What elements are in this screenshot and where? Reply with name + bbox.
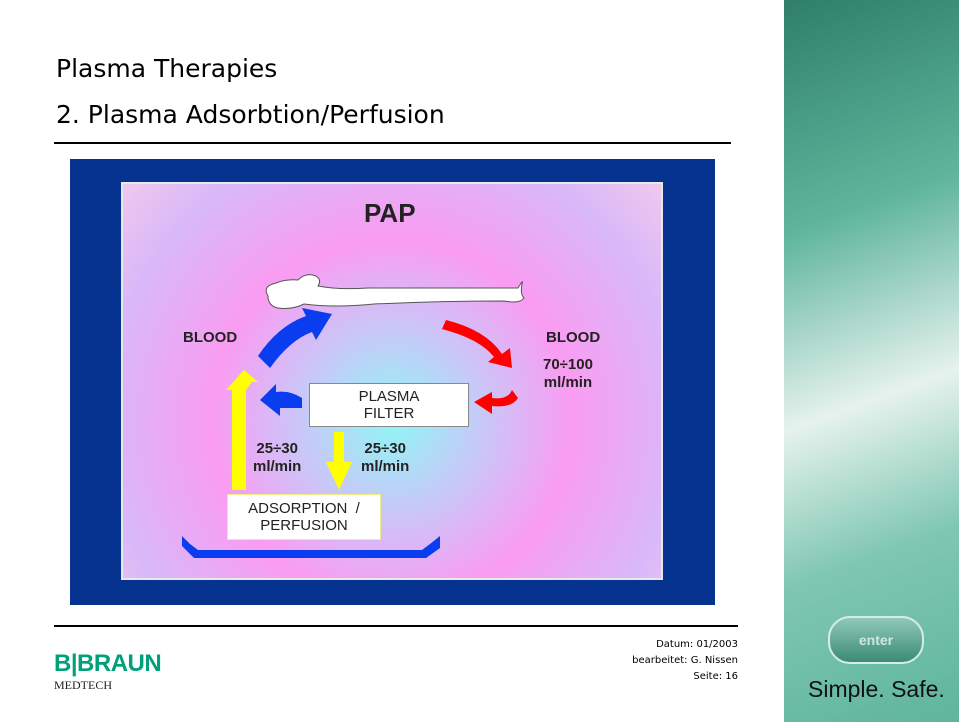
blood-return-arrow	[258, 308, 332, 368]
plasma-down-arrow	[326, 432, 352, 490]
adsorber-label-1: ADSORPTION /	[248, 500, 360, 517]
diagram-graphics	[182, 274, 525, 558]
title-divider	[54, 142, 731, 144]
braun-logo: B|BRAUN	[54, 650, 162, 677]
blood-out-arrow	[442, 320, 512, 368]
blood-line	[182, 536, 440, 558]
plasma-out-unit: ml/min	[361, 458, 410, 475]
footer-page: Seite: 16	[693, 671, 738, 682]
enter-button[interactable]: enter	[828, 616, 924, 664]
plasma-out-value: 25÷30	[364, 440, 406, 457]
diagram-title: PAP	[364, 198, 416, 228]
diagram-panel	[121, 182, 663, 580]
footer-date: Datum: 01/2003	[656, 639, 738, 650]
blood-flow-unit: ml/min	[543, 374, 593, 391]
page-subtitle: 2. Plasma Adsorbtion/Perfusion	[56, 100, 445, 129]
filter-out-arrow	[260, 384, 302, 416]
plasma-filter: PLASMA FILTER	[309, 383, 469, 427]
sidebar-panel: enter Simple. Safe.	[784, 0, 959, 722]
footer-editor: bearbeitet: G. Nissen	[632, 655, 738, 666]
adsorber-box: ADSORPTION / PERFUSION	[227, 494, 381, 540]
patient-silhouette	[265, 274, 525, 309]
plasma-return-unit: ml/min	[253, 458, 302, 475]
page-title: Plasma Therapies	[56, 54, 278, 83]
footer-divider	[54, 625, 738, 627]
slogan: Simple. Safe.	[808, 676, 945, 702]
filter-in-arrow	[474, 390, 518, 414]
filter-label-2: FILTER	[363, 405, 415, 422]
plasma-return-value: 25÷30	[256, 440, 298, 457]
adsorber-label-2: PERFUSION	[260, 517, 348, 534]
filter-label-1: PLASMA	[358, 388, 420, 405]
blood-right-label: BLOOD	[546, 329, 601, 346]
plasma-return-arrow	[226, 370, 258, 490]
blood-left-label: BLOOD	[183, 329, 238, 346]
blood-flow-value: 70÷100	[543, 356, 593, 373]
medtech-label: MEDTECH	[54, 678, 112, 692]
